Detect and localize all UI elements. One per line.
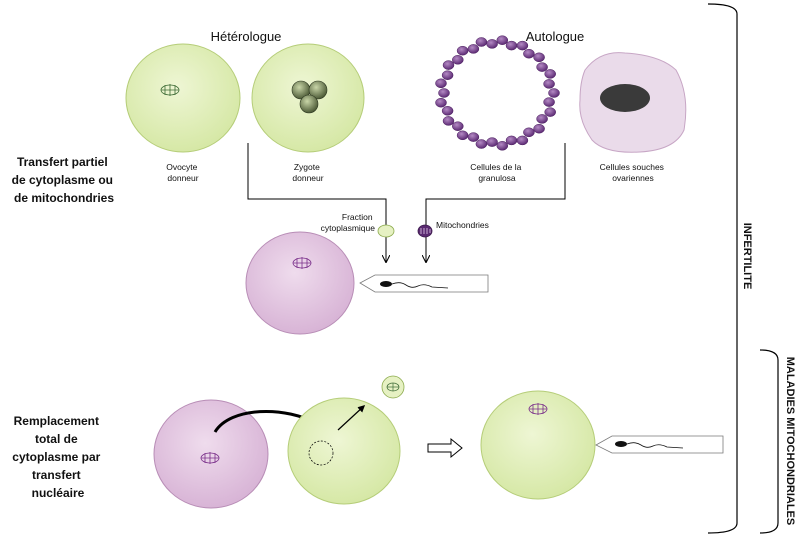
blastomeres-icon <box>291 80 328 114</box>
granulosa-cell <box>475 139 488 149</box>
zygote-donneur-cell <box>251 43 365 153</box>
granulosa-cell <box>442 60 455 70</box>
granulosa-cell <box>544 107 556 117</box>
ovarian-stem-cell <box>579 52 687 153</box>
granulosa-cell <box>544 69 556 79</box>
removed-spindle-cell <box>381 375 405 399</box>
reconstructed-oocyte <box>480 390 596 500</box>
label-infertilite: INFERTILITE <box>741 223 753 290</box>
granulosa-cell <box>523 127 535 138</box>
granulosa-cell <box>496 35 509 45</box>
spindle-icon <box>200 452 220 464</box>
granulosa-cell <box>543 97 555 107</box>
patient-oocyte <box>153 399 269 509</box>
granulosa-cell <box>523 48 535 59</box>
injection-pipette <box>359 274 489 293</box>
header-autologue: Autologue <box>526 29 585 44</box>
granulosa-cell <box>435 78 447 89</box>
label-ovocyte-donneur: Ovocyte donneur <box>166 162 200 183</box>
granulosa-cell <box>435 97 447 108</box>
injection-pipette-bottom <box>595 435 724 454</box>
granulosa-cell <box>516 40 529 51</box>
label-granulosa: Cellules de la granulosa <box>470 162 523 183</box>
sperm-icon <box>380 281 392 287</box>
bracket-infertilite <box>707 3 738 534</box>
granulosa-cell <box>456 45 469 56</box>
label-remplacement-total: Remplacement total de cytoplasme par tra… <box>12 414 103 500</box>
granulosa-cell <box>452 55 464 65</box>
nucleus-icon <box>600 84 650 112</box>
granulosa-cell <box>441 70 454 80</box>
granulosa-cell <box>452 121 464 131</box>
label-mitochondries: Mitochondries <box>436 220 489 230</box>
bracket-maladies <box>759 349 779 534</box>
label-transfert-partiel: Transfert partiel de cytoplasme ou de mi… <box>12 155 117 205</box>
sperm-icon <box>615 441 627 447</box>
label-fraction-cytoplasmique: Fraction cytoplasmique <box>321 212 376 233</box>
granulosa-cell <box>543 79 555 89</box>
granulosa-cell <box>467 44 480 54</box>
granulosa-cell <box>442 116 455 126</box>
label-maladies-mitochondriales: MALADIES MITOCHONDRIALES <box>784 357 796 525</box>
granulosa-cell <box>486 39 498 49</box>
granulosa-cell <box>548 88 560 98</box>
label-cellules-souches: Cellules souches ovariennes <box>600 162 667 183</box>
spindle-icon <box>528 403 548 415</box>
recipient-oocyte <box>245 231 355 335</box>
granulosa-cell <box>456 130 469 141</box>
granulosa-cell <box>533 123 545 134</box>
label-zygote-donneur: Zygote donneur <box>292 162 323 183</box>
granulosa-cell <box>516 135 529 146</box>
result-arrow-icon <box>427 437 463 459</box>
granulosa-cell <box>467 132 480 142</box>
granulosa-cell <box>505 40 518 51</box>
mitochondria-icon <box>417 224 433 238</box>
granulosa-cell <box>505 135 518 146</box>
granulosa-cell <box>475 37 488 47</box>
granulosa-cell <box>536 114 548 124</box>
granulosa-cell <box>533 52 545 63</box>
spindle-icon <box>292 257 312 269</box>
granulosa-cell <box>441 106 454 116</box>
header-heterologue: Hétérologue <box>211 29 282 44</box>
granulosa-cell <box>486 137 498 147</box>
removed-spindle-outline <box>308 440 334 466</box>
enucleated-donor-oocyte <box>287 397 401 505</box>
spindle-icon <box>160 84 180 96</box>
granulosa-cell <box>496 141 509 151</box>
granulosa-cell <box>438 88 450 98</box>
ovocyte-donneur-cell <box>125 43 241 153</box>
granulosa-cell <box>536 62 548 72</box>
removal-arrow <box>337 405 366 431</box>
granulosa-cells-ring <box>435 35 560 151</box>
cytoplasmic-fraction-icon <box>377 224 395 238</box>
